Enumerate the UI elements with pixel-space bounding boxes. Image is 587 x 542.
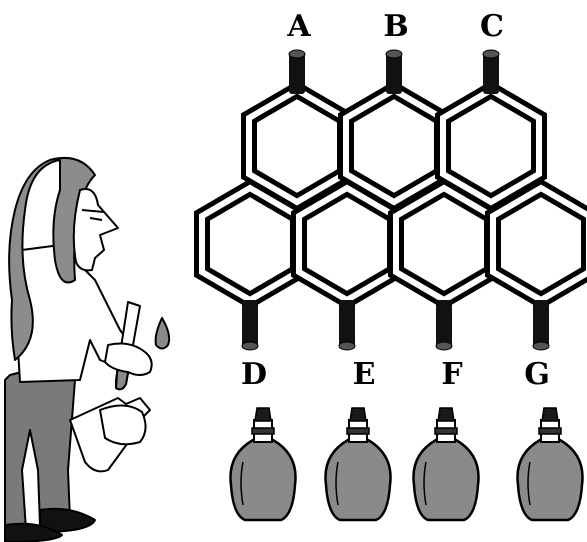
- nozzle-f: [436, 300, 452, 348]
- scientist-hand-upper: [104, 342, 153, 376]
- bottle-body: [516, 438, 584, 522]
- label-a: A: [286, 9, 311, 44]
- hex-bottom-3-pipe-bore: [393, 184, 495, 304]
- nozzle-f-cap: [435, 341, 453, 351]
- nozzle-c-cap: [482, 49, 500, 59]
- hex-bottom-4-pipe-bore: [490, 184, 587, 304]
- label-c: C: [480, 9, 504, 44]
- hexagon-pipe-network: [194, 80, 587, 310]
- bottle-collar: [346, 427, 370, 435]
- liquid-drop: [154, 317, 171, 350]
- hex-top-2-pipe-bore: [343, 86, 445, 206]
- bottles: [229, 407, 584, 522]
- bottom-labels: D E F G: [241, 357, 550, 392]
- hex-top-3-pipe-bore: [440, 86, 542, 206]
- top-nozzles: [288, 49, 500, 94]
- label-e: E: [353, 357, 376, 392]
- scientist-figure: [4, 156, 171, 542]
- bottle-1: [229, 407, 297, 522]
- scientist-hand-lower: [99, 404, 147, 446]
- nozzle-g: [533, 300, 549, 348]
- bottle-collar: [538, 427, 562, 435]
- label-d: D: [241, 357, 267, 392]
- bottle-cork: [349, 407, 367, 422]
- bottle-cork: [437, 407, 455, 422]
- bottle-collar: [434, 427, 458, 435]
- nozzle-b: [386, 52, 402, 94]
- nozzle-c: [483, 52, 499, 94]
- bottle-body: [229, 438, 297, 522]
- bottle-shading: [240, 461, 244, 506]
- hex-top-1-pipe-bore: [246, 86, 348, 206]
- label-b: B: [383, 9, 408, 44]
- bottom-nozzles: [241, 300, 550, 351]
- bottle-shading: [335, 461, 339, 506]
- nozzle-d-cap: [241, 341, 259, 351]
- bottle-body: [324, 438, 392, 522]
- nozzle-e: [339, 300, 355, 348]
- scientist-glasses: [81, 209, 105, 221]
- nozzle-e-cap: [338, 341, 356, 351]
- bottle-cork: [541, 407, 559, 422]
- nozzle-g-cap: [532, 341, 550, 351]
- top-labels: A B C: [286, 9, 504, 44]
- label-g: G: [524, 357, 550, 392]
- bottle-body: [412, 438, 480, 522]
- bottle-cork: [254, 407, 272, 422]
- scientist-hair: [8, 156, 96, 361]
- label-f: F: [441, 357, 462, 392]
- bottle-shading: [423, 461, 427, 506]
- bottle-shading: [527, 461, 531, 506]
- bottle-4: [516, 407, 584, 522]
- bottle-collar: [251, 427, 275, 435]
- nozzle-b-cap: [385, 49, 403, 59]
- hex-bottom-2-pipe-bore: [296, 184, 398, 304]
- bottle-3: [412, 407, 480, 522]
- scientist-face: [72, 188, 119, 272]
- nozzle-a: [289, 52, 305, 94]
- nozzle-a-cap: [288, 49, 306, 59]
- hex-bottom-1-pipe-bore: [199, 184, 301, 304]
- bottle-2: [324, 407, 392, 522]
- nozzle-d: [242, 300, 258, 348]
